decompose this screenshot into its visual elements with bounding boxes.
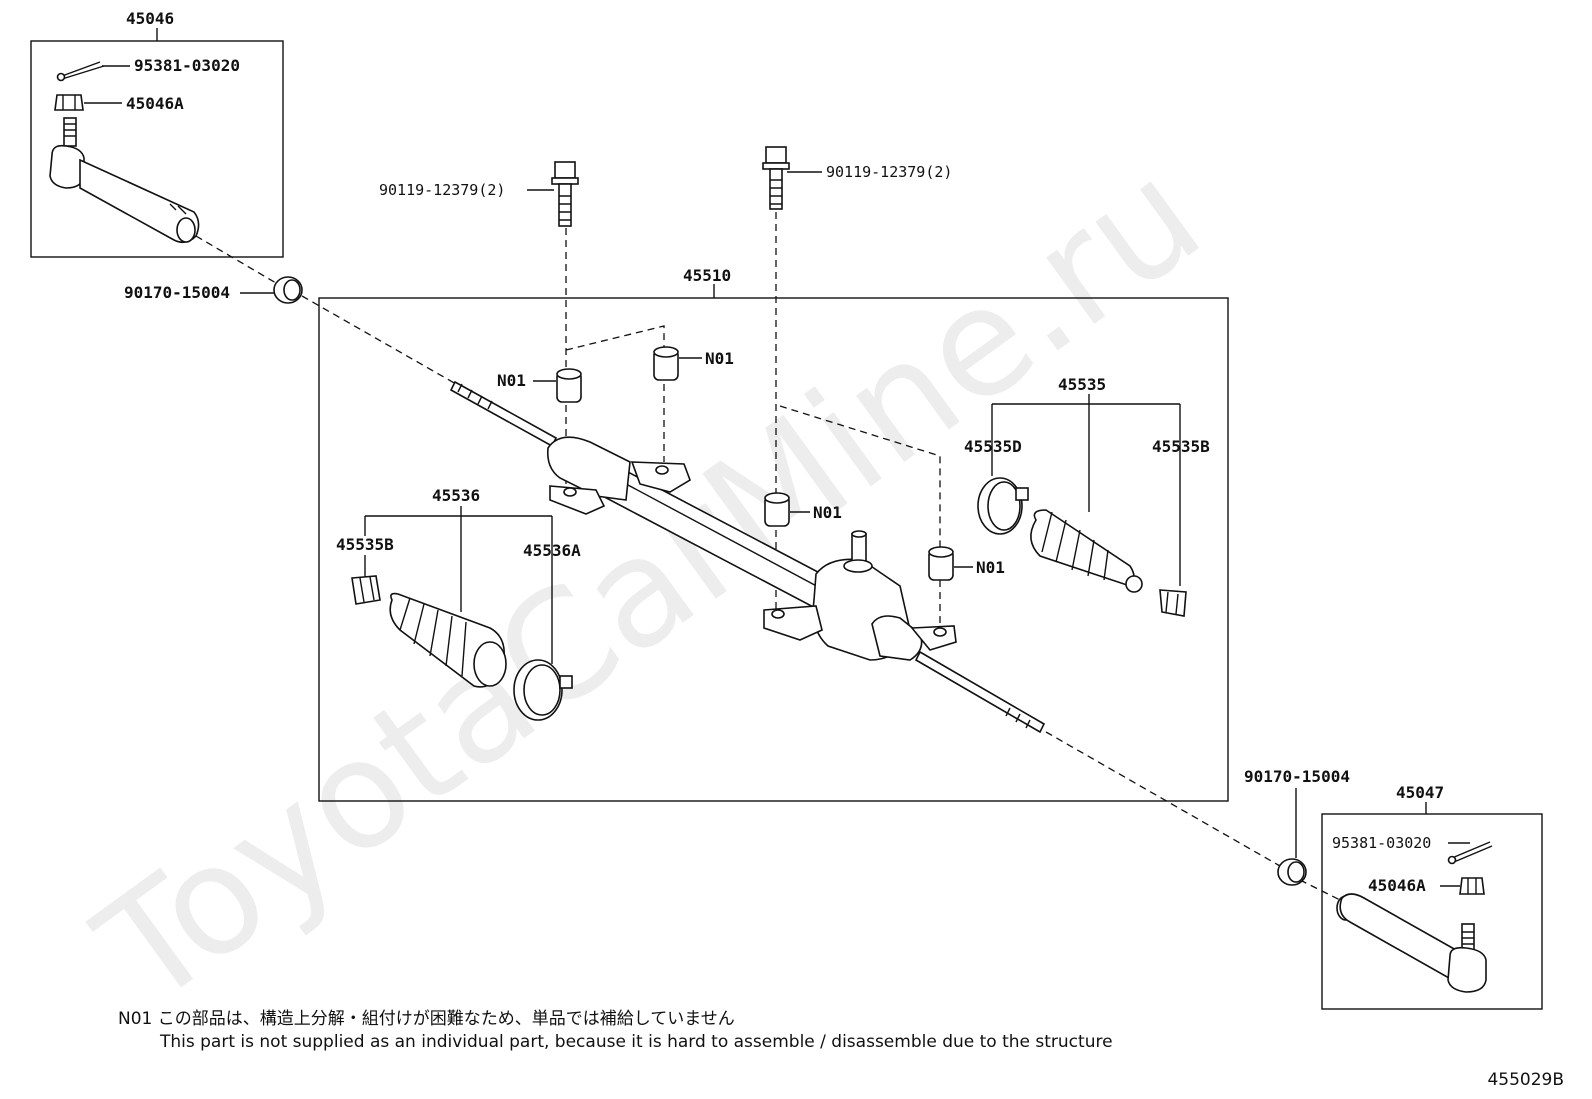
bolt-1-icon	[551, 161, 579, 227]
note-code: N01	[118, 1009, 153, 1029]
label-95381-03020-rh[interactable]: 95381-03020	[1332, 834, 1431, 852]
label-45047[interactable]: 45047	[1396, 783, 1444, 802]
figure-number: 455029B	[1487, 1070, 1564, 1090]
boot-45535-icon	[1030, 509, 1143, 593]
label-45535B-lh[interactable]: 45535B	[336, 535, 394, 554]
cotter-pin-lh-icon	[56, 61, 105, 82]
label-45046A-lh[interactable]: 45046A	[126, 94, 184, 113]
bushing-n01-a-icon	[556, 368, 582, 403]
clip-45535b-rh-icon	[1159, 589, 1187, 617]
label-45536A[interactable]: 45536A	[523, 541, 581, 560]
note-japanese: N01 この部品は、構造上分解・組付けが困難なため、単品では補給していません	[118, 1004, 735, 1029]
note-japanese-text: この部品は、構造上分解・組付けが困難なため、単品では補給していません	[157, 1009, 735, 1029]
gear-assembly-box	[318, 297, 1229, 802]
label-90119-12379-2[interactable]: 90119-12379(2)	[826, 163, 952, 181]
castle-nut-rh-icon	[1459, 877, 1485, 895]
bushing-n01-c-icon	[764, 492, 790, 527]
bushing-n01-d-icon	[928, 546, 954, 581]
clamp-45536a-icon	[513, 659, 573, 721]
label-45046[interactable]: 45046	[126, 9, 174, 28]
note-english: This part is not supplied as an individu…	[160, 1032, 1113, 1052]
label-45535D[interactable]: 45535D	[964, 437, 1022, 456]
label-n01-d[interactable]: N01	[976, 558, 1005, 577]
tie-rod-end-rh-icon	[1336, 893, 1487, 993]
label-45046A-rh[interactable]: 45046A	[1368, 876, 1426, 895]
label-90170-15004-lh[interactable]: 90170-15004	[124, 283, 230, 302]
cotter-pin-rh-icon	[1447, 841, 1493, 865]
label-45510[interactable]: 45510	[683, 266, 731, 285]
boot-45536-icon	[389, 592, 507, 688]
tie-rod-end-rh-group: 45047 95381-03020 45046A	[1321, 783, 1543, 1010]
grommet-rh-icon	[1277, 858, 1307, 886]
grommet-lh-icon	[273, 276, 303, 304]
label-90170-15004-rh[interactable]: 90170-15004	[1244, 767, 1350, 786]
label-n01-b[interactable]: N01	[705, 349, 734, 368]
bolt-2-icon	[762, 146, 790, 210]
watermark: ToyotaCarMine.ru	[68, 128, 1231, 1040]
tie-rod-end-lh-icon	[49, 117, 200, 244]
label-95381-03020-lh[interactable]: 95381-03020	[134, 56, 240, 75]
castle-nut-lh-icon	[54, 94, 84, 111]
label-n01-a[interactable]: N01	[497, 371, 526, 390]
label-45536[interactable]: 45536	[432, 486, 480, 505]
tie-rod-end-rh-box	[1321, 813, 1543, 1010]
label-45535[interactable]: 45535	[1058, 375, 1106, 394]
tie-rod-end-lh-group: 45046 95381-03020 45046A	[30, 9, 284, 258]
label-90119-12379-1[interactable]: 90119-12379(2)	[379, 181, 505, 199]
bushing-n01-b-icon	[653, 346, 679, 381]
label-n01-c[interactable]: N01	[813, 503, 842, 522]
clamp-45535d-icon	[977, 477, 1029, 535]
label-45535B-rh[interactable]: 45535B	[1152, 437, 1210, 456]
steering-rack-icon	[449, 380, 1046, 734]
clip-45535b-lh-icon	[351, 575, 381, 605]
